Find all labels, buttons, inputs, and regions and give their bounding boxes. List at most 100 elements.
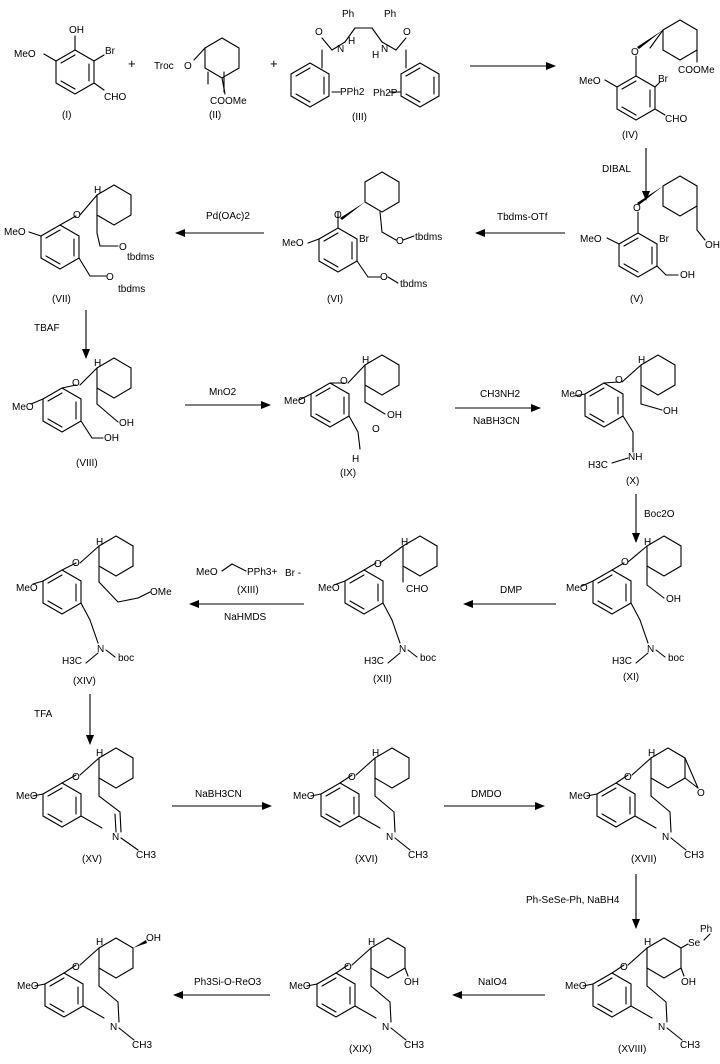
- compound-X: H O MeO OH NH H3C (X): [561, 354, 678, 487]
- compound-XVIII-ch3: CH3: [680, 1040, 700, 1051]
- reagent-nahmds: NaHMDS: [224, 612, 267, 623]
- compound-XVI-ch3: CH3: [408, 850, 428, 861]
- compound-X-o: O: [615, 375, 623, 386]
- compound-XVIII-h: H: [644, 937, 651, 948]
- compound-XVII-n: N: [662, 832, 669, 843]
- compound-XVI-o: O: [348, 772, 356, 783]
- compound-XIX-meo: MeO: [289, 981, 311, 992]
- compound-XII-n: N: [399, 644, 406, 655]
- compound-XII-label: (XII): [373, 674, 392, 685]
- compound-VII-tbdms2: tbdms: [118, 284, 145, 295]
- compound-X-h3c: H3C: [588, 460, 608, 471]
- compound-VI: O MeO Br O tbdms O tbdms (VI): [282, 171, 442, 305]
- compound-V-o: O: [633, 203, 641, 214]
- compound-II: Troc O COOMe (II): [154, 37, 247, 121]
- reagent-ph3sioreo3: Ph3Si-O-ReO3: [194, 977, 262, 988]
- reagent-phsese-nabh4: Ph-SeSe-Ph, NaBH4: [526, 895, 620, 906]
- compound-XVIII-ph: Ph: [700, 924, 712, 935]
- compound-XIX-o: O: [344, 962, 352, 973]
- reagent-pdoac2: Pd(OAc)2: [206, 211, 250, 222]
- compound-IX-meo: MeO: [284, 396, 306, 407]
- compound-IX-cho-h: H: [352, 454, 359, 465]
- compound-XV-h: H: [96, 748, 103, 759]
- compound-XVI-meo: MeO: [293, 791, 315, 802]
- compound-XVIII-oh: OH: [681, 977, 696, 988]
- compound-II-label: (II): [209, 110, 221, 121]
- compound-II-coome: COOMe: [210, 96, 247, 107]
- compound-IX-cho-o: O: [372, 424, 380, 435]
- reagent-tbaf: TBAF: [34, 323, 60, 334]
- compound-VI-tbdms1: tbdms: [415, 232, 442, 243]
- reagent-ch3nh2: CH3NH2: [480, 389, 520, 400]
- compound-VI-label: (VI): [327, 294, 343, 305]
- compound-XI-h3c: H3C: [612, 656, 632, 667]
- compound-III-n2: N: [381, 44, 388, 55]
- compound-V-label: (V): [630, 294, 643, 305]
- compound-X-h: H: [638, 355, 645, 366]
- compound-VI-meo: MeO: [282, 238, 304, 249]
- reagent-nabh3cn-1: NaBH3CN: [473, 416, 520, 427]
- compound-III-o1: O: [315, 27, 323, 38]
- compound-XVIII-meo: MeO: [565, 981, 587, 992]
- compound-V-br: Br: [659, 234, 670, 245]
- compound-XIV-o: O: [72, 558, 80, 569]
- compound-XVIII: H O MeO Se Ph OH N CH3 (XVIII): [565, 924, 712, 1055]
- compound-XX-h: H: [96, 937, 103, 948]
- compound-IV: O MeO Br COOMe CHO (IV): [579, 19, 715, 141]
- compound-IX: H O MeO OH O H (IX): [284, 354, 402, 479]
- compound-VIII-oh1: OH: [119, 418, 134, 429]
- compound-IX-o: O: [340, 376, 348, 387]
- compound-VII-meo: MeO: [4, 227, 26, 238]
- compound-II-o: O: [184, 61, 192, 72]
- compound-XVIII-label: (XVIII): [618, 1044, 646, 1055]
- compound-XX-ch3: CH3: [132, 1040, 152, 1051]
- compound-VII-tbdms1: tbdms: [127, 252, 154, 263]
- compound-XVI-label: (XVI): [355, 854, 378, 865]
- compound-V: O MeO Br OH OH (V): [580, 175, 720, 305]
- compound-XX-n: N: [110, 1022, 117, 1033]
- compound-XIV: H O MeO OMe N H3C boc (XIV): [16, 535, 172, 687]
- compound-XIX-oh: OH: [404, 977, 419, 988]
- compound-VII: H O MeO O tbdms O tbdms (VII): [4, 184, 154, 305]
- compound-XIX-h: H: [368, 937, 375, 948]
- compound-X-meo: MeO: [561, 389, 583, 400]
- compound-VIII-o: O: [72, 378, 80, 389]
- compound-XII-o: O: [374, 559, 382, 570]
- compound-XII-meo: MeO: [318, 583, 340, 594]
- compound-III-n1: N: [337, 44, 344, 55]
- compound-III-ph2p: Ph2P: [373, 88, 398, 99]
- compound-IX-oh: OH: [387, 410, 402, 421]
- compound-XVII-meo: MeO: [569, 791, 591, 802]
- compound-I-br: Br: [105, 46, 116, 57]
- compound-XVII-h: H: [648, 748, 655, 759]
- compound-II-troc: Troc: [154, 61, 174, 72]
- compound-XVI-h: H: [372, 748, 379, 759]
- compound-XX-o: O: [72, 962, 80, 973]
- compound-XI-boc: boc: [668, 653, 684, 664]
- compound-XVIII-o: O: [620, 962, 628, 973]
- compound-I: OH MeO Br CHO (I): [14, 25, 126, 121]
- compound-IV-coome: COOMe: [678, 65, 715, 76]
- compound-XII-h3c: H3C: [364, 656, 384, 667]
- compound-XIX-ch3: CH3: [404, 1040, 424, 1051]
- compound-XV-n: N: [112, 832, 119, 843]
- reagent-tbdms-otf: Tbdms-OTf: [497, 212, 548, 223]
- reagent-naio4: NaIO4: [478, 977, 507, 988]
- compound-VII-o3: O: [106, 272, 114, 283]
- compound-X-label: (X): [626, 476, 639, 487]
- compound-VIII: H O MeO OH OH (VIII): [12, 357, 134, 469]
- compound-XV: H O MeO N CH3 (XV): [16, 747, 156, 865]
- compound-VI-o3: O: [380, 272, 388, 283]
- plus-sign-1: +: [128, 56, 136, 71]
- compound-XIX-label: (XIX): [349, 1044, 372, 1055]
- compound-XII-h: H: [401, 537, 408, 548]
- compound-XVII-o: O: [624, 772, 632, 783]
- compound-XIX: H O MeO OH N CH3 (XIX): [289, 937, 424, 1055]
- compound-III-h1: H: [348, 36, 355, 47]
- compound-VII-label: (VII): [52, 294, 71, 305]
- wittig-reagent: MeO PPh3+ Br - (XIII) NaHMDS: [196, 563, 301, 623]
- compound-IV-meo: MeO: [579, 76, 601, 87]
- reagent-boc2o: Boc2O: [644, 509, 675, 520]
- compound-XI-oh: OH: [666, 594, 681, 605]
